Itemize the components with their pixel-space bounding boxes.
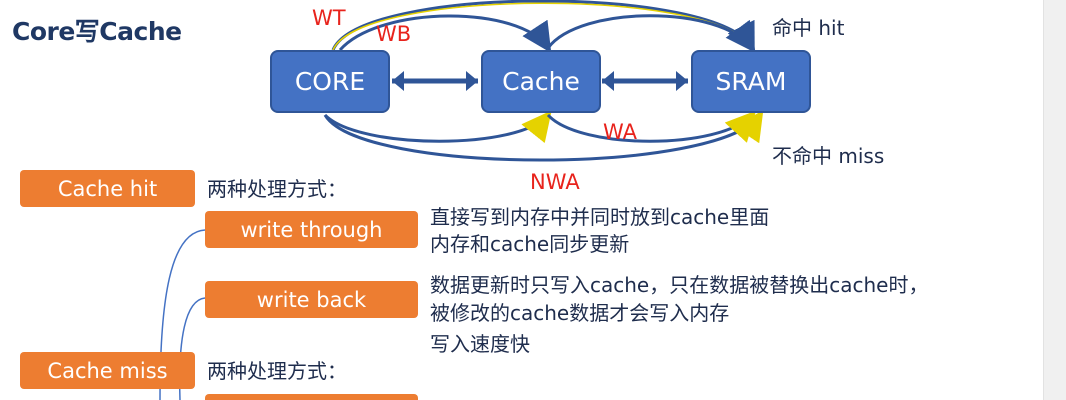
write-back-desc-2: 被修改的cache数据才会写入内存: [430, 301, 730, 325]
write-through-desc-1: 直接写到内存中并同时放到cache里面: [430, 205, 770, 229]
wa-label: WA: [603, 120, 637, 144]
cache-miss-node: Cache miss: [20, 352, 195, 389]
cache-hit-node: Cache hit: [20, 170, 195, 207]
write-through-node: write through: [205, 211, 418, 248]
miss-option-node-partial: [205, 394, 418, 400]
write-through-desc-2: 内存和cache同步更新: [430, 232, 630, 256]
wt-arc: [331, 0, 755, 54]
write-back-desc-3: 写入速度快: [430, 332, 530, 356]
wt-label: WT: [312, 6, 346, 30]
slide-canvas: Core写Cache CORE Cache SRAM WT WB WA NWA …: [12, 0, 929, 400]
hit-methods-label: 两种处理方式：: [207, 177, 347, 201]
page-title: Core写Cache: [12, 17, 182, 46]
write-back-desc-1: 数据更新时只写入cache，只在数据被替换出cache时，: [430, 273, 929, 297]
sram-box: SRAM: [691, 50, 811, 113]
nwa-label: NWA: [530, 170, 580, 194]
cache-sram-arc: [546, 14, 756, 53]
write-back-node: write back: [205, 281, 418, 318]
vertical-scrollbar[interactable]: [1043, 0, 1066, 400]
miss-note: 不命中 miss: [772, 144, 885, 168]
wb-label: WB: [376, 22, 412, 46]
miss-methods-label: 两种处理方式：: [207, 359, 347, 383]
wb-arc: [338, 14, 552, 54]
cache-box: Cache: [481, 50, 601, 113]
core-box: CORE: [270, 50, 390, 113]
wa-arc: [323, 110, 552, 144]
hit-note: 命中 hit: [772, 16, 845, 40]
diagram-arrows: [159, 0, 764, 400]
